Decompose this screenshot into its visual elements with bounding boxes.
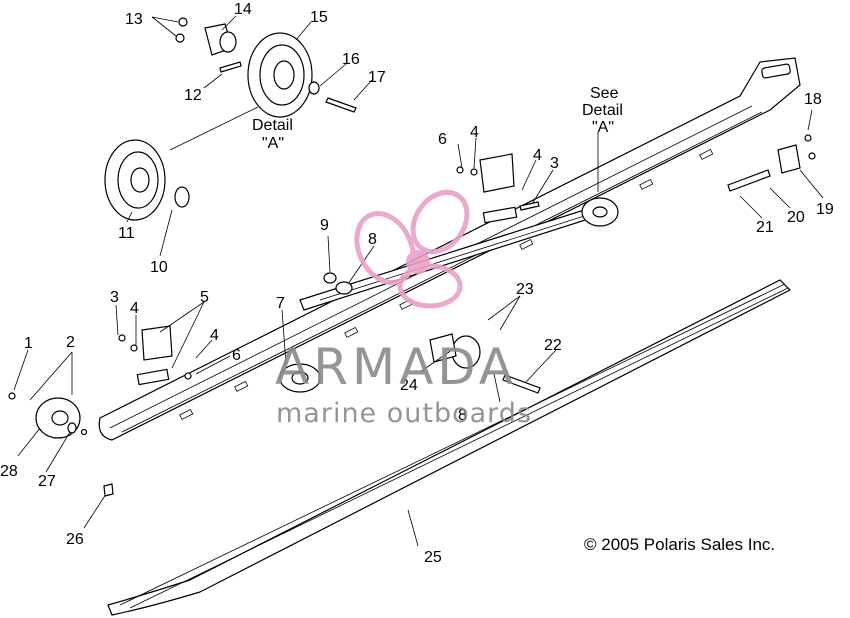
copyright-text: © 2005 Polaris Sales Inc. <box>584 535 775 554</box>
idler-wheel-rear <box>581 197 619 227</box>
callout-16: 16 <box>342 51 360 68</box>
wheel-22-assembly <box>429 333 541 394</box>
callout-4: 4 <box>130 300 139 317</box>
watermark-logo-icon <box>354 189 470 309</box>
ring-10 <box>174 186 190 208</box>
see-detail-line2: Detail <box>582 102 623 119</box>
detail-label-line1: Detail <box>252 117 293 134</box>
callout-26: 26 <box>66 531 84 548</box>
fasteners <box>8 134 816 497</box>
spacer-14 <box>204 23 237 56</box>
callout-24: 24 <box>400 377 418 394</box>
callout-4: 4 <box>533 147 542 164</box>
callout-18: 18 <box>804 91 822 108</box>
detail-label-line2: "A" <box>262 135 284 152</box>
see-detail-line1: See <box>590 85 619 102</box>
see-detail-line3: "A" <box>592 119 614 136</box>
callout-25: 25 <box>424 549 442 566</box>
bolt-12 <box>219 61 242 73</box>
callout-4: 4 <box>470 124 479 141</box>
callout-labels: 1 2 3 3 4 4 4 4 5 6 6 7 8 8 9 10 11 12 1… <box>0 1 834 566</box>
callout-19: 19 <box>816 201 834 218</box>
callout-21: 21 <box>756 219 774 236</box>
rail-slots <box>179 148 714 420</box>
callout-13: 13 <box>125 11 143 28</box>
callout-28: 28 <box>0 463 18 480</box>
callout-11: 11 <box>118 225 135 242</box>
see-detail-a-label: See Detail "A" <box>582 85 623 136</box>
callout-23: 23 <box>516 281 534 298</box>
watermark: ARMADA marine outboards <box>275 189 532 429</box>
callout-8: 8 <box>458 407 467 424</box>
callout-12: 12 <box>184 87 202 104</box>
wheel-15 <box>247 32 313 118</box>
callout-9: 9 <box>320 217 329 234</box>
callout-17: 17 <box>368 69 386 86</box>
callout-4: 4 <box>210 327 219 344</box>
watermark-subtitle: marine outboards <box>276 398 532 429</box>
wheel-11 <box>104 139 166 221</box>
callout-3: 3 <box>550 155 559 172</box>
callout-6: 6 <box>232 347 241 364</box>
callout-6: 6 <box>438 131 447 148</box>
callout-27: 27 <box>38 473 56 490</box>
callout-3: 3 <box>110 289 119 306</box>
callout-8: 8 <box>368 231 377 248</box>
plate-19 <box>777 144 801 174</box>
washer-16 <box>308 81 320 95</box>
callout-5: 5 <box>200 289 209 306</box>
bolt-17 <box>325 97 357 113</box>
block-5-lower <box>136 325 173 386</box>
callout-15: 15 <box>310 9 328 26</box>
callout-7: 7 <box>276 295 285 312</box>
callout-20: 20 <box>787 209 805 226</box>
watermark-title: ARMADA <box>275 338 517 396</box>
block-5-upper <box>479 153 518 224</box>
detail-a-label: Detail "A" <box>252 117 293 152</box>
callout-22: 22 <box>544 337 562 354</box>
slide-rail <box>107 279 792 616</box>
callout-1: 1 <box>24 335 33 352</box>
nuts-13 <box>175 17 188 43</box>
callout-14: 14 <box>234 1 252 18</box>
bolt-20 <box>727 169 771 192</box>
callout-10: 10 <box>150 259 168 276</box>
callout-2: 2 <box>66 334 75 351</box>
idler-wheel-front <box>279 363 321 393</box>
